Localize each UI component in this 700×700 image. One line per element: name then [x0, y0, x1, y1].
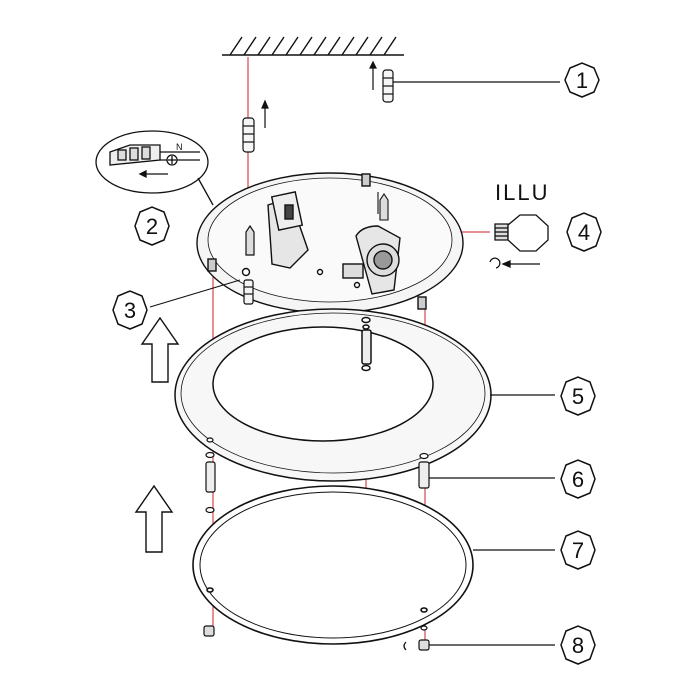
callout-3-label: 3: [124, 298, 136, 323]
callout-8: 8: [560, 625, 596, 665]
callout-4-label: 4: [578, 220, 590, 245]
base-plate: [196, 172, 464, 314]
callout-3: 3: [112, 290, 148, 330]
callout-2-label: 2: [146, 214, 158, 239]
callout-6-label: 6: [572, 467, 584, 492]
bulb-label: ILLU: [495, 180, 549, 205]
callout-7-label: 7: [572, 538, 584, 563]
diffuser-part-7: [192, 485, 555, 645]
holder-screw: [377, 192, 389, 221]
wall-plug-part-1: [369, 60, 560, 103]
callout-2: 2: [134, 206, 170, 246]
callout-8-label: 8: [572, 633, 584, 658]
callout-1: 1: [564, 62, 600, 98]
light-bulb-part-4: ILLU: [489, 180, 549, 269]
callout-6: 6: [560, 459, 596, 499]
up-arrow-lower: [134, 484, 174, 553]
screws-part-8: [203, 625, 555, 651]
ring-part-5: [174, 308, 555, 482]
callout-1-label: 1: [576, 68, 588, 93]
screw-part-3: [243, 224, 255, 305]
compass-letter: N: [176, 142, 183, 152]
callout-5-label: 5: [572, 384, 584, 409]
up-arrow-upper: [140, 316, 180, 383]
leader-3: [149, 279, 241, 308]
terminal-detail-bubble: N: [95, 130, 214, 206]
callout-5: 5: [560, 376, 596, 416]
ceiling: [222, 36, 404, 56]
wall-plug-left: [242, 99, 269, 153]
callout-4: 4: [566, 212, 602, 252]
callout-7: 7: [560, 530, 596, 570]
